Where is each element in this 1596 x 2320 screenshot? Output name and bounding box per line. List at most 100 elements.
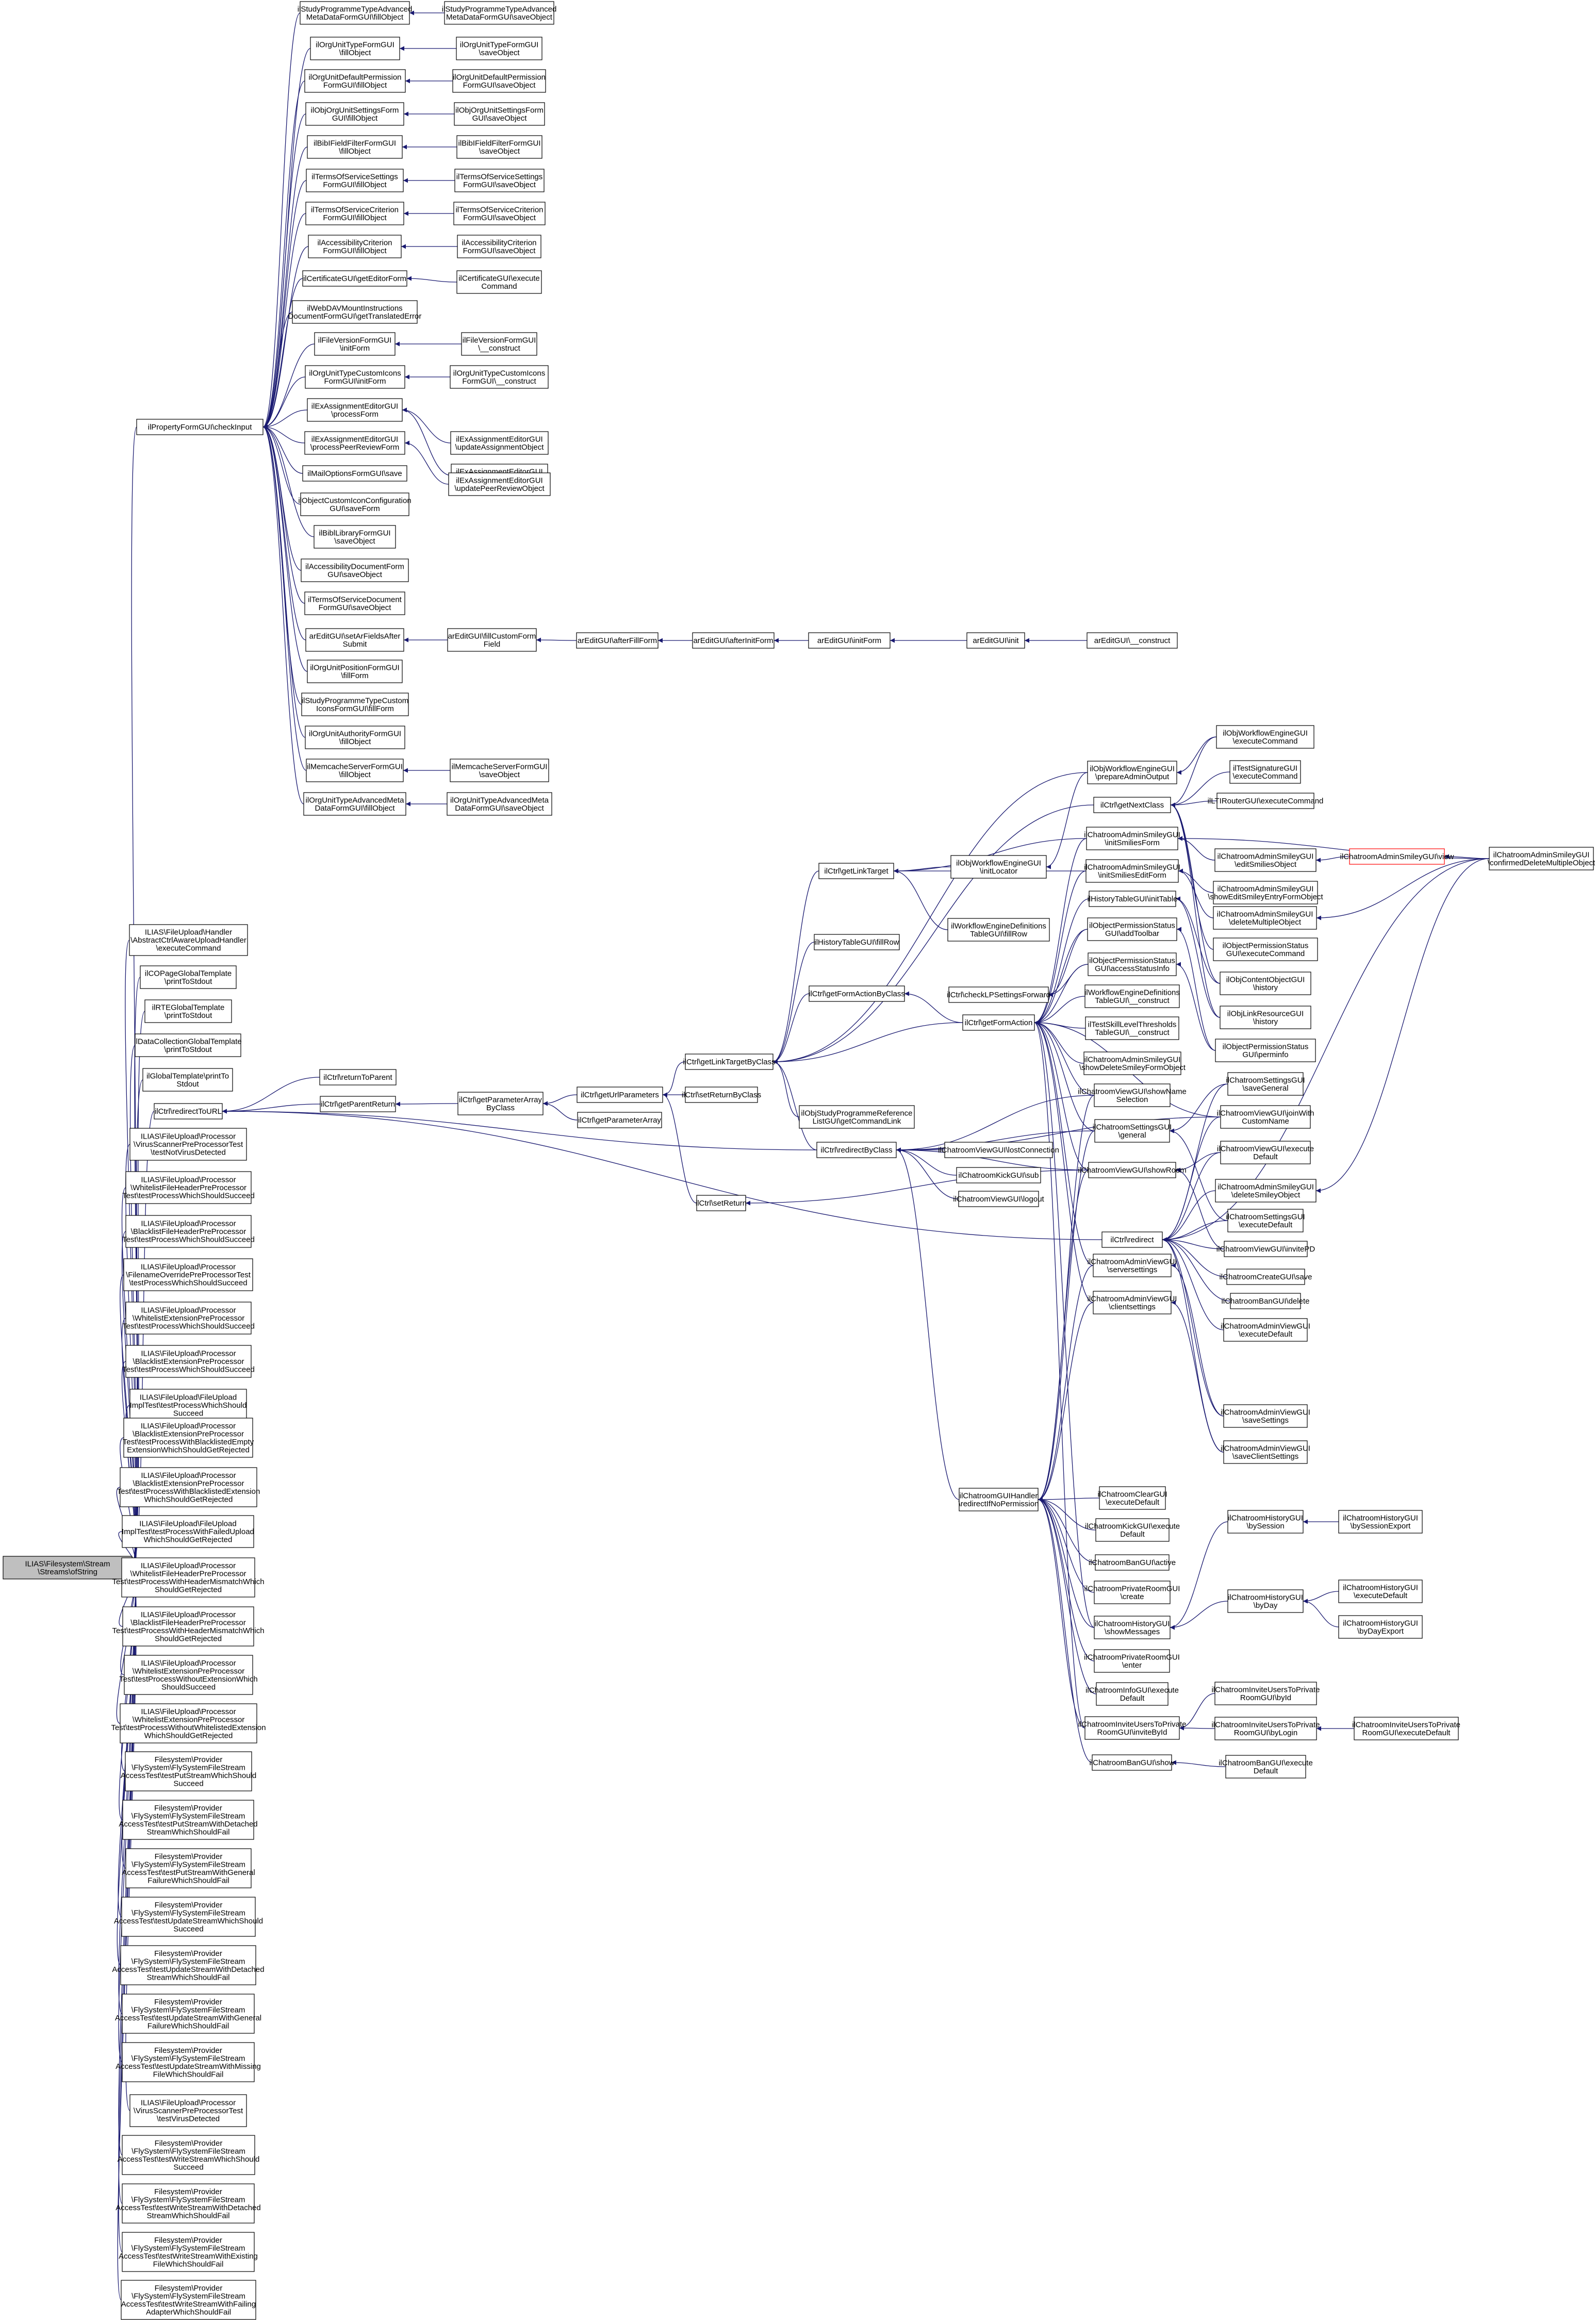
function-node[interactable]: ilChatroomAdminSmileyGUI\confirmedDelete… — [1488, 847, 1595, 870]
function-node[interactable]: ILIAS\FileUpload\Processor\VirusScannerP… — [129, 2094, 247, 2127]
function-node[interactable]: Filesystem\Provider\FlySystem\FlySystemF… — [122, 1848, 255, 1888]
function-node[interactable]: ilChatroomAdminViewGUI\clientsettings — [1088, 1291, 1177, 1314]
function-node[interactable]: ilCtrl\getLinkTargetByClass — [683, 1054, 776, 1070]
function-node[interactable]: ILIAS\FileUpload\FileUploadImplTest\test… — [129, 1389, 247, 1422]
function-node[interactable]: ilChatroomInfoGUI\executeDefault — [1085, 1682, 1179, 1706]
function-node[interactable]: ilTermsOfServiceDocumentFormGUI\saveObje… — [304, 591, 405, 615]
function-node[interactable]: ilOrgUnitAuthorityFormGUI\fillObject — [305, 726, 405, 749]
function-node[interactable]: ilAccessibilityCriterionFormGUI\fillObje… — [308, 235, 402, 258]
function-node[interactable]: ilChatroomViewGUI\logout — [953, 1191, 1045, 1207]
function-node[interactable]: ilChatroomInviteUsersToPrivateRoomGUI\by… — [1211, 1682, 1320, 1705]
function-node[interactable]: ilCtrl\getParameterArray — [577, 1112, 662, 1128]
function-node[interactable]: ILIAS\FileUpload\FileUploadImplTest\test… — [122, 1515, 254, 1548]
function-node[interactable]: ilChatroomInviteUsersToPrivateRoomGUI\by… — [1211, 1717, 1320, 1740]
function-node[interactable]: ilMemcacheServerFormGUI\saveObject — [450, 759, 549, 782]
function-node[interactable]: ilChatroomHistoryGUI\bySession — [1227, 1510, 1304, 1534]
function-node[interactable]: ilExAssignmentEditorGUI\processForm — [307, 398, 403, 422]
function-node[interactable]: ilCtrl\checkLPSettingsForward — [947, 986, 1050, 1003]
function-node[interactable]: ilRTEGlobalTemplate\printToStdout — [144, 999, 232, 1023]
function-node[interactable]: ILIAS\FileUpload\Processor\BlacklistFile… — [122, 1215, 255, 1248]
function-node[interactable]: ilChatroomHistoryGUI\byDay — [1227, 1589, 1304, 1613]
function-node[interactable]: ilChatroomAdminViewGUI\saveClientSetting… — [1221, 1440, 1310, 1464]
function-node[interactable]: ilOrgUnitTypeAdvancedMetaDataFormGUI\fil… — [303, 792, 406, 816]
function-node[interactable]: ilMemcacheServerFormGUI\fillObject — [306, 759, 404, 782]
function-node[interactable]: ilAccessibilityDocumentFormGUI\saveObjec… — [301, 558, 409, 582]
function-node[interactable]: ILIAS\FileUpload\Processor\WhitelistExte… — [111, 1703, 266, 1743]
function-node[interactable]: ilCtrl\redirectByClass — [816, 1142, 897, 1158]
function-node[interactable]: ilChatroomAdminSmileyGUI\view — [1340, 848, 1454, 865]
function-node[interactable]: ILIAS\FileUpload\Processor\BlacklistExte… — [122, 1345, 255, 1378]
function-node[interactable]: ilChatroomAdminViewGUI\serversettings — [1088, 1254, 1177, 1277]
function-node[interactable]: arEditGUI\__construct — [1087, 632, 1178, 649]
function-node[interactable]: ilChatroomAdminSmileyGUI\editSmiliesObje… — [1214, 848, 1317, 872]
function-node[interactable]: ilFileVersionFormGUI\__construct — [461, 332, 537, 356]
function-node[interactable]: ilTermsOfServiceSettingsFormGUI\fillObje… — [306, 169, 404, 192]
function-node[interactable]: ilTermsOfServiceCriterionFormGUI\fillObj… — [305, 202, 404, 225]
function-node[interactable]: ilCtrl\getFormAction — [962, 1014, 1035, 1031]
function-node[interactable]: ilBibIFieldFilterFormGUI\saveObject — [456, 135, 542, 159]
function-node[interactable]: ilChatroomPrivateRoomGUI\enter — [1084, 1649, 1180, 1673]
function-node[interactable]: ilBiblLibraryFormGUI\saveObject — [314, 525, 396, 549]
function-node[interactable]: ilGlobalTemplate\printToStdout — [142, 1068, 233, 1092]
function-node[interactable]: ilChatroomViewGUI\invitePD — [1216, 1241, 1315, 1257]
function-node[interactable]: ilWebDAVMountInstructionsDocumentFormGUI… — [288, 300, 422, 324]
function-node[interactable]: Filesystem\Provider\FlySystem\FlySystemF… — [119, 2232, 258, 2272]
function-node[interactable]: ilOrgUnitTypeCustomIconsFormGUI\__constr… — [450, 365, 549, 389]
function-node[interactable]: ilCtrl\getFormActionByClass — [809, 985, 905, 1002]
function-node[interactable]: ilChatroomAdminSmileyGUI\initSmiliesEdit… — [1084, 859, 1180, 883]
function-node[interactable]: ilExAssignmentEditorGUI\updateAssignment… — [450, 431, 549, 455]
function-node[interactable]: ilObjWorkflowEngineGUI\prepareAdminOutpu… — [1087, 761, 1177, 784]
function-node[interactable]: ilFileVersionFormGUI\initForm — [314, 332, 396, 356]
function-node[interactable]: ilChatroomClearGUI\executeDefault — [1097, 1486, 1167, 1510]
function-node[interactable]: ilCOPageGlobalTemplate\printToStdout — [140, 965, 237, 989]
function-node[interactable]: ilObjectPermissionStatusGUI\accessStatus… — [1088, 952, 1177, 976]
function-node[interactable]: ilObjectCustomIconConfigurationGUI\saveF… — [298, 492, 412, 516]
function-node[interactable]: ilCtrl\getParentReturn — [320, 1096, 396, 1112]
function-node[interactable]: ilChatroomSettingsGUI\general — [1093, 1119, 1172, 1143]
function-node[interactable]: ilObjLinkResourceGUI\history — [1220, 1006, 1311, 1029]
function-node[interactable]: Filesystem\Provider\FlySystem\FlySystemF… — [112, 1945, 265, 1985]
function-node[interactable]: ilChatroomViewGUI\showRoom — [1078, 1162, 1187, 1178]
function-node[interactable]: ilChatroomSettingsGUI\saveGeneral — [1226, 1072, 1305, 1096]
function-node[interactable]: ilCtrl\getUrlParameters — [577, 1087, 663, 1103]
function-node[interactable]: ilChatroomKickGUI\sub — [956, 1167, 1041, 1183]
function-node[interactable]: ILIAS\FileUpload\Processor\FilenameOverr… — [123, 1258, 253, 1291]
function-node[interactable]: ilChatroomHistoryGUI\byDayExport — [1338, 1615, 1423, 1639]
function-node[interactable]: ilChatroomAdminViewGUI\saveSettings — [1221, 1404, 1310, 1428]
function-node[interactable]: ilChatroomPrivateRoomGUI\create — [1084, 1581, 1180, 1604]
function-node[interactable]: ilStudyProgrammeTypeAdvancedMetaDataForm… — [298, 1, 413, 25]
function-node[interactable]: ilCtrl\redirect — [1101, 1231, 1163, 1248]
function-node[interactable]: ILIAS\FileUpload\Processor\BlacklistExte… — [117, 1467, 260, 1507]
function-node[interactable]: Filesystem\Provider\FlySystem\FlySystemF… — [115, 1994, 261, 2034]
function-node[interactable]: ILIAS\FileUpload\Processor\BlacklistExte… — [123, 1418, 254, 1458]
function-node[interactable]: ilCtrl\redirectToURL — [154, 1103, 223, 1120]
function-node[interactable]: ilChatroomAdminViewGUI\executeDefault — [1221, 1318, 1310, 1342]
function-node[interactable]: ilChatroomHistoryGUI\executeDefault — [1338, 1579, 1423, 1603]
function-node[interactable]: ilAccessibilityCriterionFormGUI\saveObje… — [457, 235, 541, 258]
function-node[interactable]: ilChatroomBanGUI\show — [1089, 1754, 1175, 1771]
function-node[interactable]: ilObjectPermissionStatusGUI\executeComma… — [1213, 937, 1318, 961]
function-node[interactable]: ilChatroomAdminSmileyGUI\showEditSmileyE… — [1208, 881, 1324, 904]
function-node[interactable]: ilCertificateGUI\getEditorForm — [302, 270, 407, 287]
function-node[interactable]: ilObjContentObjectGUI\history — [1220, 972, 1311, 995]
function-node[interactable]: ilStudyProgrammeTypeAdvancedMetaDataForm… — [442, 1, 557, 25]
function-node[interactable]: ilOrgUnitTypeFormGUI\fillObject — [310, 37, 400, 60]
function-node[interactable]: arEditGUI\init — [966, 632, 1025, 649]
function-node[interactable]: arEditGUI\afterFillForm — [576, 632, 659, 649]
function-node[interactable]: Filesystem\Provider\FlySystem\FlySystemF… — [116, 2183, 261, 2224]
function-node[interactable]: ilChatroomSettingsGUI\executeDefault — [1226, 1209, 1305, 1232]
function-node[interactable]: Filesystem\Provider\FlySystem\FlySystemF… — [116, 2042, 261, 2082]
function-node[interactable]: arEditGUI\initForm — [808, 632, 891, 649]
function-node[interactable]: ilOrgUnitPositionFormGUI\fillForm — [307, 660, 403, 683]
function-node[interactable]: Filesystem\Provider\FlySystem\FlySystemF… — [121, 2280, 256, 2320]
function-node[interactable]: ilChatroomAdminSmileyGUI\deleteSmileyObj… — [1215, 1179, 1317, 1203]
function-node[interactable]: ilExAssignmentEditorGUI\updatePeerReview… — [448, 472, 551, 496]
function-node[interactable]: ilChatroomViewGUI\executeDefault — [1217, 1141, 1314, 1164]
function-node[interactable]: ilChatroomInviteUsersToPrivateRoomGUI\in… — [1078, 1716, 1187, 1740]
function-node[interactable]: ilChatroomBanGUI\executeDefault — [1219, 1755, 1313, 1779]
